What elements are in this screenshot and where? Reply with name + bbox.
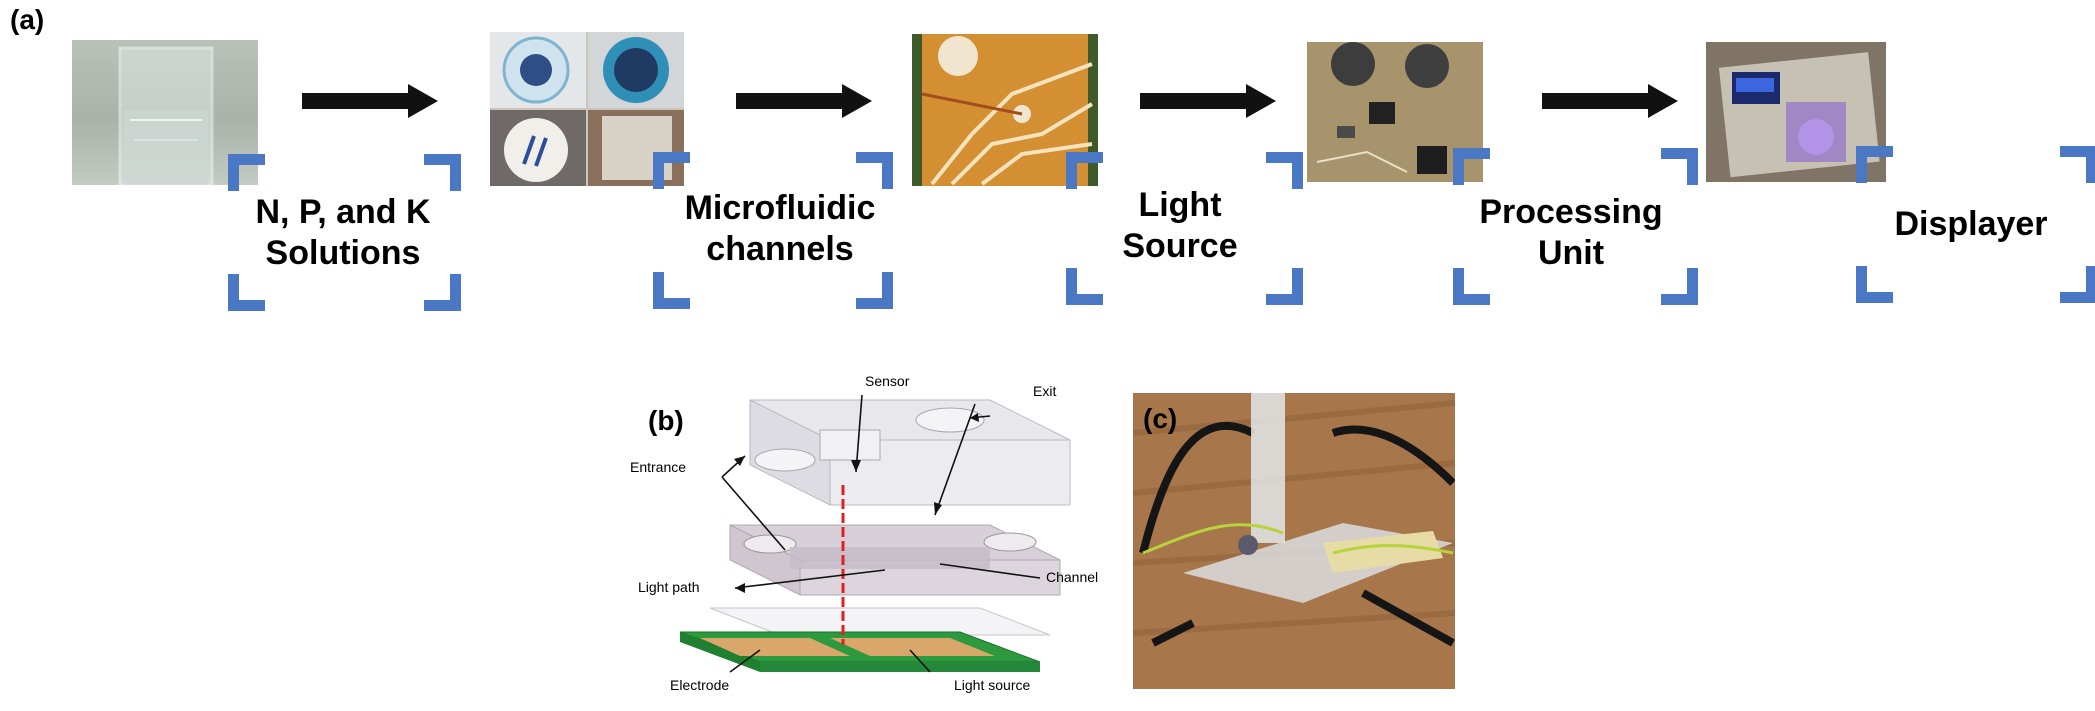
stage-1-bracket-tl (228, 154, 265, 191)
callout-exit: Exit (1033, 383, 1056, 399)
top-layer (749, 399, 1071, 506)
stage-2-label: Microfluidic channels (684, 189, 876, 268)
electrode-board (679, 631, 1041, 672)
stage-4-bracket-tr (1661, 148, 1698, 185)
flow-arrow-1 (302, 84, 438, 118)
stage-2-bracket-br (856, 272, 893, 309)
flow-arrow-3 (1140, 84, 1276, 118)
device-photo: (c) (1133, 393, 1455, 689)
panel-c-label: (c) (1143, 403, 1178, 434)
channel-layer (729, 524, 1061, 596)
petri-dish-photo (490, 32, 684, 186)
callout-sensor: Sensor (865, 373, 910, 389)
stage-4-label: Processing Unit (1479, 193, 1663, 272)
stage-5-bracket-bl (1856, 266, 1893, 303)
stage-4-bracket-br (1661, 268, 1698, 305)
callout-light-path: Light path (638, 579, 700, 595)
stage-4-bracket-bl (1453, 268, 1490, 305)
stage-3-bracket-br (1266, 268, 1303, 305)
callout-light-source: Light source (954, 677, 1030, 693)
panel-b-label: (b) (648, 405, 684, 436)
flow-arrow-4 (1542, 84, 1678, 118)
callout-channel: Channel (1046, 569, 1098, 585)
callout-entrance: Entrance (630, 459, 686, 475)
stage-5-bracket-tl (1856, 146, 1893, 183)
stage-1-bracket-bl (228, 274, 265, 311)
stage-5-label: Displayer (1894, 205, 2048, 243)
stage-1-bracket-tr (424, 154, 461, 191)
clear-layer (709, 607, 1051, 636)
display-device-photo (1706, 42, 1886, 182)
panel-a-label: (a) (10, 4, 45, 35)
stage-1-bracket-br (424, 274, 461, 311)
stage-2-bracket-tl (653, 152, 690, 189)
stage-3-label: Light Source (1122, 186, 1238, 265)
stage-2-bracket-tr (856, 152, 893, 189)
beaker-photo (72, 40, 258, 185)
stage-2-bracket-bl (653, 272, 690, 309)
callout-electrode: Electrode (670, 677, 729, 693)
stage-5-bracket-tr (2060, 146, 2095, 183)
stage-5-bracket-br (2060, 266, 2095, 303)
flow-arrow-2 (736, 84, 872, 118)
pcb-photo (1307, 42, 1483, 182)
stage-3-bracket-bl (1066, 268, 1103, 305)
stage-3-bracket-tr (1266, 152, 1303, 189)
stage-4-bracket-tl (1453, 148, 1490, 185)
stage-3-bracket-tl (1066, 152, 1103, 189)
stage-1-label: N, P, and K Solutions (255, 193, 431, 272)
device-exploded-diagram: (b) (630, 373, 1098, 693)
